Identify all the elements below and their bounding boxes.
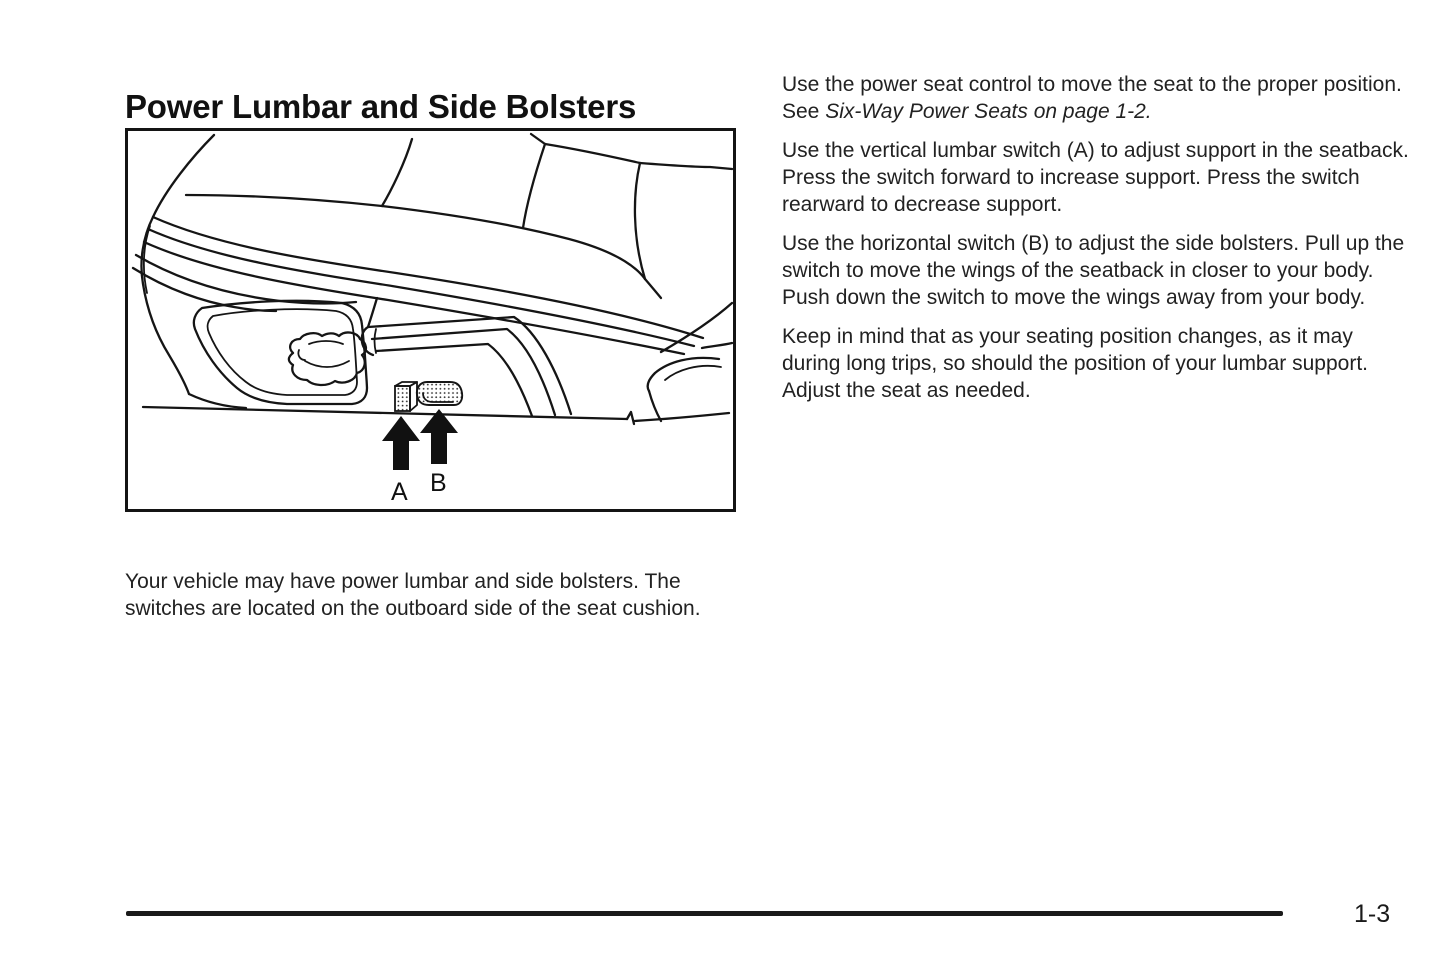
arrow-a-icon bbox=[382, 416, 420, 470]
seat-outline bbox=[131, 132, 733, 423]
page-number: 1-3 bbox=[1354, 900, 1391, 928]
paragraph-horizontal-switch: Use the horizontal switch (B) to adjust … bbox=[782, 232, 1405, 309]
body-text-column: Use the power seat control to move the s… bbox=[782, 71, 1410, 416]
page-title: Power Lumbar and Side Bolsters bbox=[125, 88, 637, 126]
paragraph-text: Use the power seat control to move the s… bbox=[782, 73, 1402, 123]
figure-caption: Your vehicle may have power lumbar and s… bbox=[125, 570, 701, 620]
callout-label-a: A bbox=[391, 478, 408, 506]
paragraph-vertical-switch: Use the vertical lumbar switch (A) to ad… bbox=[782, 139, 1409, 216]
seat-illustration-frame: A B bbox=[125, 128, 736, 512]
arrow-b-icon bbox=[420, 409, 458, 464]
paragraph-keep-in-mind: Keep in mind that as your seating positi… bbox=[782, 325, 1369, 402]
footer-rule bbox=[126, 911, 1283, 916]
switch-housing bbox=[360, 315, 573, 418]
callout-label-b: B bbox=[430, 469, 447, 497]
power-seat-control bbox=[287, 331, 368, 387]
vertical-lumbar-switch bbox=[394, 381, 418, 412]
paragraph-power-seat: Use the power seat control to move the s… bbox=[782, 71, 1410, 125]
seat-control-panel bbox=[192, 296, 379, 406]
seat-illustration: A B bbox=[131, 132, 733, 506]
cross-reference: Six-Way Power Seats on page 1-2. bbox=[825, 100, 1152, 123]
ground-line bbox=[141, 405, 731, 426]
side-bolster-switch bbox=[415, 381, 464, 406]
